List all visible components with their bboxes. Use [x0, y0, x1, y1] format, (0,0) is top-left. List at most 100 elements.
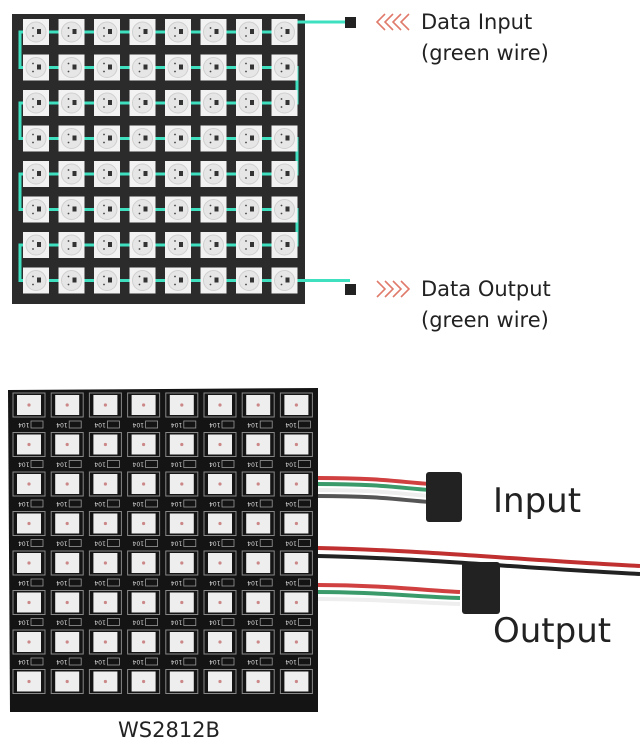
photo-led: 104 — [241, 629, 275, 666]
resistor-marking: 104 — [94, 658, 106, 665]
resistor-marking: 104 — [247, 579, 259, 586]
schematic-led — [165, 19, 191, 45]
resistor-marking: 104 — [285, 421, 297, 428]
photo-led: 104 — [88, 629, 122, 666]
resistor — [68, 460, 82, 468]
photo-led: 104 — [50, 432, 84, 468]
resistor — [297, 420, 311, 429]
resistor-marking: 104 — [94, 540, 106, 547]
photo-led: 104 — [279, 550, 313, 587]
resistor-marking: 104 — [171, 500, 183, 507]
photo-led: 104 — [88, 590, 122, 626]
photo-led: 104 — [279, 590, 313, 626]
photo-led: 104 — [127, 432, 161, 468]
photo-led: 104 — [12, 590, 46, 626]
schematic-led — [129, 125, 156, 152]
photo-led: 104 — [12, 392, 46, 429]
schematic-led — [200, 54, 227, 81]
photo-led: 104 — [50, 629, 84, 666]
photo-led: 104 — [12, 432, 46, 468]
photo-input-label: Input — [493, 481, 581, 521]
schematic-led — [271, 196, 298, 223]
photo-led: 104 — [241, 392, 275, 429]
resistor-marking: 104 — [209, 579, 221, 586]
schematic-led — [271, 19, 298, 45]
resistor-marking: 104 — [209, 540, 221, 547]
schematic-led — [165, 196, 191, 223]
schematic-led — [165, 125, 191, 152]
photo-led: 104 — [165, 550, 199, 587]
resistor — [30, 460, 44, 468]
resistor-marking: 104 — [171, 619, 183, 626]
schematic-led — [23, 267, 49, 294]
photo-led: 104 — [279, 392, 313, 429]
resistor — [221, 618, 235, 626]
resistor-marking: 104 — [171, 421, 183, 428]
resistor-marking: 104 — [132, 579, 144, 586]
resistor — [259, 618, 273, 626]
schematic-led — [94, 232, 120, 258]
resistor — [68, 578, 82, 587]
schematic-led — [129, 232, 156, 258]
schematic-led — [200, 196, 227, 223]
photo-led: 104 — [203, 471, 237, 508]
schematic-led — [271, 90, 298, 116]
resistor-marking: 104 — [18, 461, 30, 468]
resistor — [183, 420, 197, 429]
photo-led: 104 — [203, 511, 237, 547]
model-caption: WS2812B — [118, 718, 220, 742]
resistor — [221, 657, 235, 666]
photo-led: 104 — [165, 471, 199, 508]
photo-led: 104 — [88, 511, 122, 547]
resistor — [183, 499, 197, 508]
resistor — [145, 618, 159, 626]
input-label: Data Input — [421, 10, 532, 34]
output-sublabel: (green wire) — [421, 308, 549, 332]
photo-led: 104 — [165, 629, 199, 666]
photo-output-label: Output — [493, 611, 611, 651]
resistor — [259, 539, 273, 547]
schematic-led — [58, 19, 85, 45]
schematic-led — [200, 19, 227, 45]
resistor-marking: 104 — [94, 461, 106, 468]
resistor — [68, 539, 82, 547]
photo-led: 104 — [127, 590, 161, 626]
resistor — [297, 460, 311, 468]
schematic-led — [129, 90, 156, 116]
schematic-led — [94, 161, 120, 187]
photo-led: 104 — [88, 432, 122, 468]
resistor-marking: 104 — [247, 421, 259, 428]
schematic-led — [200, 90, 227, 116]
resistor-marking: 104 — [132, 421, 144, 428]
photo-led: 104 — [127, 471, 161, 508]
photo-led: 104 — [127, 392, 161, 429]
schematic-led — [129, 267, 156, 294]
resistor-marking: 104 — [56, 579, 68, 586]
photo-led: 104 — [203, 550, 237, 587]
resistor-marking: 104 — [18, 579, 30, 586]
photo-led: 104 — [88, 550, 122, 587]
schematic-led — [23, 125, 49, 152]
resistor — [259, 499, 273, 508]
resistor — [221, 578, 235, 587]
photo-led: 104 — [127, 550, 161, 587]
schematic-led — [236, 19, 262, 45]
resistor-marking: 104 — [209, 500, 221, 507]
resistor-marking: 104 — [209, 421, 221, 428]
resistor-marking: 104 — [247, 619, 259, 626]
resistor-marking: 104 — [18, 658, 30, 665]
resistor — [259, 460, 273, 468]
photo-led: 104 — [50, 590, 84, 626]
resistor-marking: 104 — [56, 421, 68, 428]
photo-led: 104 — [50, 471, 84, 508]
schematic-led — [129, 161, 156, 187]
resistor-marking: 104 — [171, 658, 183, 665]
schematic-led — [58, 125, 85, 152]
schematic-led — [58, 232, 85, 258]
resistor — [30, 539, 44, 547]
photo-led: 104 — [12, 511, 46, 547]
photo-led: 104 — [279, 629, 313, 666]
photo-led: 104 — [50, 392, 84, 429]
schematic-led — [271, 232, 298, 258]
